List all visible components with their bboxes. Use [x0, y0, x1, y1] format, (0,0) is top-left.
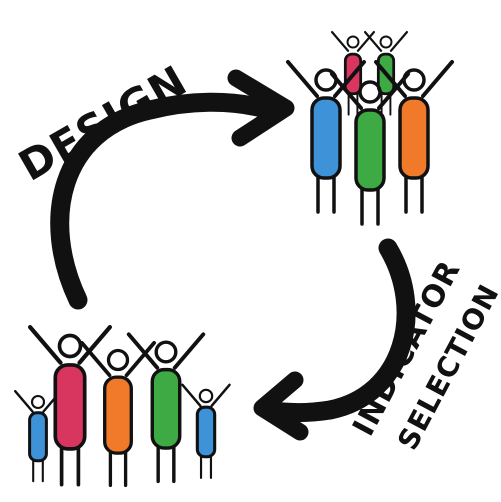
person-blue — [286, 60, 366, 214]
person-orange — [374, 60, 454, 214]
arrow-design — [50, 92, 272, 310]
arrow-design-head — [227, 69, 295, 147]
person-pink-tall — [30, 327, 110, 485]
people-group-top — [286, 30, 454, 226]
arrow-indicator — [258, 238, 416, 423]
label-design: DESIGN — [11, 56, 196, 191]
people-group-bottom — [13, 327, 231, 488]
arrow-indicator-head — [253, 371, 309, 441]
person-green — [330, 72, 410, 226]
person-blue-small-right — [181, 383, 231, 480]
person-blue-small-left — [13, 390, 62, 483]
person-orange-bottom — [80, 340, 157, 488]
person-green-bottom — [126, 332, 206, 484]
cycle-arrows — [50, 69, 416, 441]
